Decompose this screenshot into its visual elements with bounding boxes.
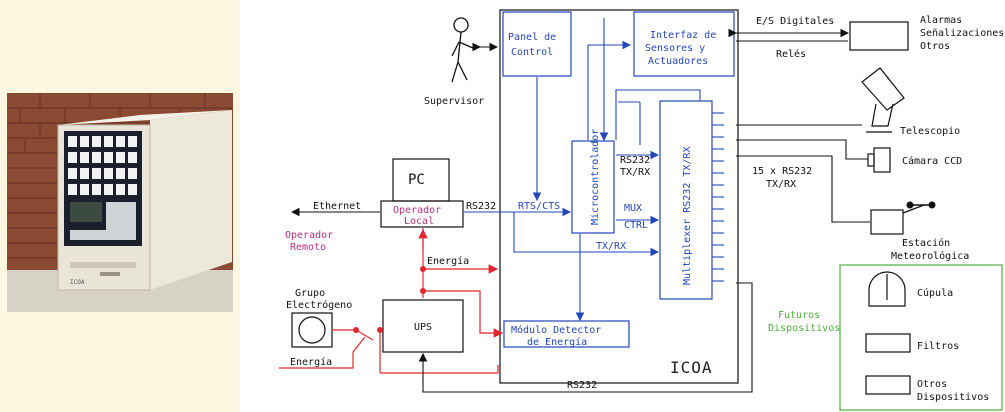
operador-remoto-label-2: Remoto: [290, 242, 326, 253]
rs232-pc-label: RS232: [466, 201, 496, 212]
rs232-bottom-label: RS232: [567, 380, 597, 391]
dispositivos-label: Dispositivos: [917, 392, 989, 403]
camera-icon: [868, 148, 890, 172]
operador-remoto-label-1: Operador: [285, 230, 333, 241]
mux-label: MUX: [624, 203, 642, 214]
ctrl-label: CTRL: [624, 220, 648, 231]
rs232-micro-label-1: RS232: [620, 155, 650, 166]
alarmas-label-1: Alarmas: [920, 15, 962, 26]
detector-label-2: de Energía: [527, 336, 587, 348]
alarmas-block: [850, 22, 908, 50]
microcontroller-label: Microcontrolador: [590, 129, 601, 225]
camara-label: Cámara CCD: [902, 155, 962, 167]
interfaz-label-2: Sensores y: [645, 43, 705, 54]
tx-rx-bus-label: TX/RX: [596, 241, 626, 252]
telescopio-label: Telescopio: [900, 126, 960, 137]
estacion-label-2: Meteorológica: [891, 250, 969, 262]
supervisor-figure: [452, 18, 473, 82]
filtros-icon: [866, 334, 910, 352]
otros-label: Otros: [917, 379, 947, 390]
supervisor-label: Supervisor: [424, 96, 484, 107]
rts-cts-label: RTS/CTS: [518, 201, 560, 212]
estacion-label-1: Estación: [902, 237, 950, 249]
reles-label: Relés: [776, 48, 806, 60]
futuros-label-1: Futuros: [778, 310, 820, 321]
icoa-title: ICOA: [670, 358, 713, 377]
filtros-label: Filtros: [917, 341, 959, 352]
generator-label-2: Electrógeno: [286, 299, 352, 311]
energia-bottom-label: Energía: [290, 356, 332, 368]
operador-local-label-1: Operador: [393, 205, 441, 216]
alarmas-label-2: Señalizaciones: [920, 28, 1004, 39]
otros-dispositivos-icon: [866, 376, 910, 394]
interfaz-label-3: Actuadores: [648, 56, 708, 67]
weather-station-icon: [903, 202, 936, 214]
es-digitales-label: E/S Digitales: [756, 16, 834, 27]
generator-label-1: Grupo: [295, 288, 325, 299]
dome-icon: [869, 272, 905, 306]
ups-label: UPS: [414, 322, 432, 333]
generator-icon: [299, 317, 325, 343]
rs232-micro-label-2: TX/RX: [620, 167, 650, 178]
futuros-label-2: Dispositivos: [768, 323, 840, 334]
panel-control-block: [503, 12, 571, 76]
weather-station-block: [871, 210, 903, 234]
rs232x15-label-1: 15 x RS232: [752, 166, 812, 177]
energia-top-label: Energía: [427, 255, 469, 267]
multiplexer-label: Multiplexer RS232 TX/RX: [682, 147, 693, 285]
ethernet-label: Ethernet: [313, 201, 361, 212]
detector-label-1: Módulo Detector: [511, 324, 601, 336]
rs232x15-label-2: TX/RX: [766, 179, 796, 190]
interfaz-label-1: Interfaz de: [650, 30, 716, 41]
generator-block: [292, 313, 332, 347]
pc-label: PC: [408, 172, 425, 188]
panel-control-label-2: Control: [511, 47, 553, 58]
telescope-icon: [862, 68, 904, 132]
panel-control-label-1: Panel de: [508, 32, 556, 43]
alarmas-label-3: Otros: [920, 41, 950, 52]
cupula-label: Cúpula: [917, 287, 953, 299]
operador-local-label-2: Local: [404, 216, 434, 227]
